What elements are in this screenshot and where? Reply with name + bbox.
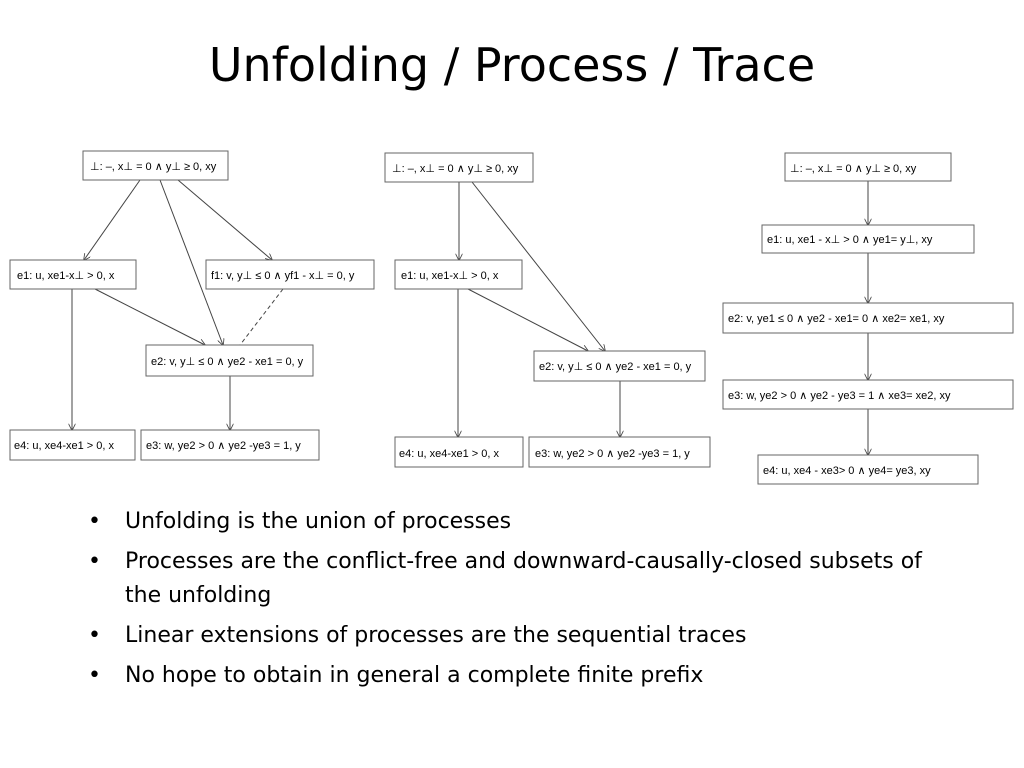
edge-e1-e2	[467, 288, 588, 351]
node-e3: e3: w, ye2 > 0 ∧ ye2 - ye3 = 1 ∧ xe3= xe…	[722, 379, 1014, 410]
node-root: ⊥: –, x⊥ = 0 ∧ y⊥ ≥ 0, xy	[784, 152, 952, 182]
node-e3-label: e3: w, ye2 > 0 ∧ ye2 -ye3 = 1, y	[146, 440, 301, 452]
bullet-item: • Unfolding is the union of processes	[88, 505, 928, 539]
node-e2: e2: v, y⊥ ≤ 0 ∧ ye2 - xe1 = 0, y	[533, 350, 706, 382]
bullet-text: Linear extensions of processes are the s…	[125, 623, 747, 648]
bullet-marker: •	[88, 663, 101, 688]
bullet-list: • Unfolding is the union of processes • Pr…	[88, 505, 928, 699]
node-e1-label: e1: u, xe1-x⊥ > 0, x	[401, 270, 499, 282]
edge-root-f1	[177, 179, 272, 260]
node-e4: e4: u, xe4-xe1 > 0, x	[9, 429, 136, 461]
node-e4: e4: u, xe4 - xe3> 0 ∧ ye4= ye3, xy	[757, 454, 979, 485]
bullet-item: • Processes are the conflict-free and dow…	[88, 545, 928, 613]
node-root-label: ⊥: –, x⊥ = 0 ∧ y⊥ ≥ 0, xy	[790, 163, 917, 175]
node-e2: e2: v, ye1 ≤ 0 ∧ ye2 - xe1= 0 ∧ xe2= xe1…	[722, 302, 1014, 334]
node-root: ⊥: –, x⊥ = 0 ∧ y⊥ ≥ 0, xy	[82, 150, 229, 181]
node-root: ⊥: –, x⊥ = 0 ∧ y⊥ ≥ 0, xy	[384, 152, 534, 183]
bullet-text: No hope to obtain in general a complete …	[125, 663, 704, 688]
unfolding-diagram: ⊥: –, x⊥ = 0 ∧ y⊥ ≥ 0, xy e1: u, xe1-x⊥ …	[9, 150, 375, 461]
bullet-item: • No hope to obtain in general a complete…	[88, 659, 928, 693]
node-root-label: ⊥: –, x⊥ = 0 ∧ y⊥ ≥ 0, xy	[90, 161, 217, 173]
bullet-item: • Linear extensions of processes are the …	[88, 619, 928, 653]
node-e2: e2: v, y⊥ ≤ 0 ∧ ye2 - xe1 = 0, y	[145, 344, 314, 377]
node-e3: e3: w, ye2 > 0 ∧ ye2 -ye3 = 1, y	[528, 436, 711, 468]
node-e2-label: e2: v, y⊥ ≤ 0 ∧ ye2 - xe1 = 0, y	[151, 356, 304, 368]
node-e1-label: e1: u, xe1 - x⊥ > 0 ∧ ye1= y⊥, xy	[767, 234, 933, 246]
bullet-text: Unfolding is the union of processes	[125, 509, 512, 534]
node-e1: e1: u, xe1-x⊥ > 0, x	[9, 259, 137, 290]
node-f1-label: f1: v, y⊥ ≤ 0 ∧ yf1 - x⊥ = 0, y	[211, 270, 355, 282]
node-e1: e1: u, xe1 - x⊥ > 0 ∧ ye1= y⊥, xy	[761, 224, 975, 254]
node-e1-label: e1: u, xe1-x⊥ > 0, x	[17, 270, 115, 282]
node-e1: e1: u, xe1-x⊥ > 0, x	[394, 259, 523, 290]
trace-diagram: ⊥: –, x⊥ = 0 ∧ y⊥ ≥ 0, xy e1: u, xe1 - x…	[722, 152, 1014, 485]
node-e3: e3: w, ye2 > 0 ∧ ye2 -ye3 = 1, y	[140, 429, 320, 461]
node-e4: e4: u, xe4-xe1 > 0, x	[394, 436, 524, 468]
edge-root-e2	[471, 181, 605, 351]
node-e3-label: e3: w, ye2 > 0 ∧ ye2 - ye3 = 1 ∧ xe3= xe…	[728, 390, 951, 402]
bullet-marker: •	[88, 623, 101, 648]
edge-root-e1	[84, 179, 141, 260]
node-e4-label: e4: u, xe4 - xe3> 0 ∧ ye4= ye3, xy	[763, 465, 931, 477]
node-e2-label: e2: v, ye1 ≤ 0 ∧ ye2 - xe1= 0 ∧ xe2= xe1…	[728, 313, 945, 325]
process-diagram: ⊥: –, x⊥ = 0 ∧ y⊥ ≥ 0, xy e1: u, xe1-x⊥ …	[384, 152, 711, 468]
bullet-marker: •	[88, 509, 101, 534]
edge-e1-e2	[94, 288, 205, 345]
node-e4-label: e4: u, xe4-xe1 > 0, x	[399, 448, 499, 460]
slide-title: Unfolding / Process / Trace	[208, 38, 816, 92]
node-f1: f1: v, y⊥ ≤ 0 ∧ yf1 - x⊥ = 0, y	[205, 259, 375, 290]
node-root-label: ⊥: –, x⊥ = 0 ∧ y⊥ ≥ 0, xy	[392, 163, 519, 175]
node-e3-label: e3: w, ye2 > 0 ∧ ye2 -ye3 = 1, y	[535, 448, 690, 460]
bullet-text: Processes are the conflict-free and down…	[125, 549, 922, 608]
bullet-marker: •	[88, 549, 101, 574]
edge-root-e2	[159, 179, 223, 345]
node-e4-label: e4: u, xe4-xe1 > 0, x	[14, 440, 114, 452]
conflict-e2-f1	[239, 288, 284, 346]
node-e2-label: e2: v, y⊥ ≤ 0 ∧ ye2 - xe1 = 0, y	[539, 361, 692, 373]
